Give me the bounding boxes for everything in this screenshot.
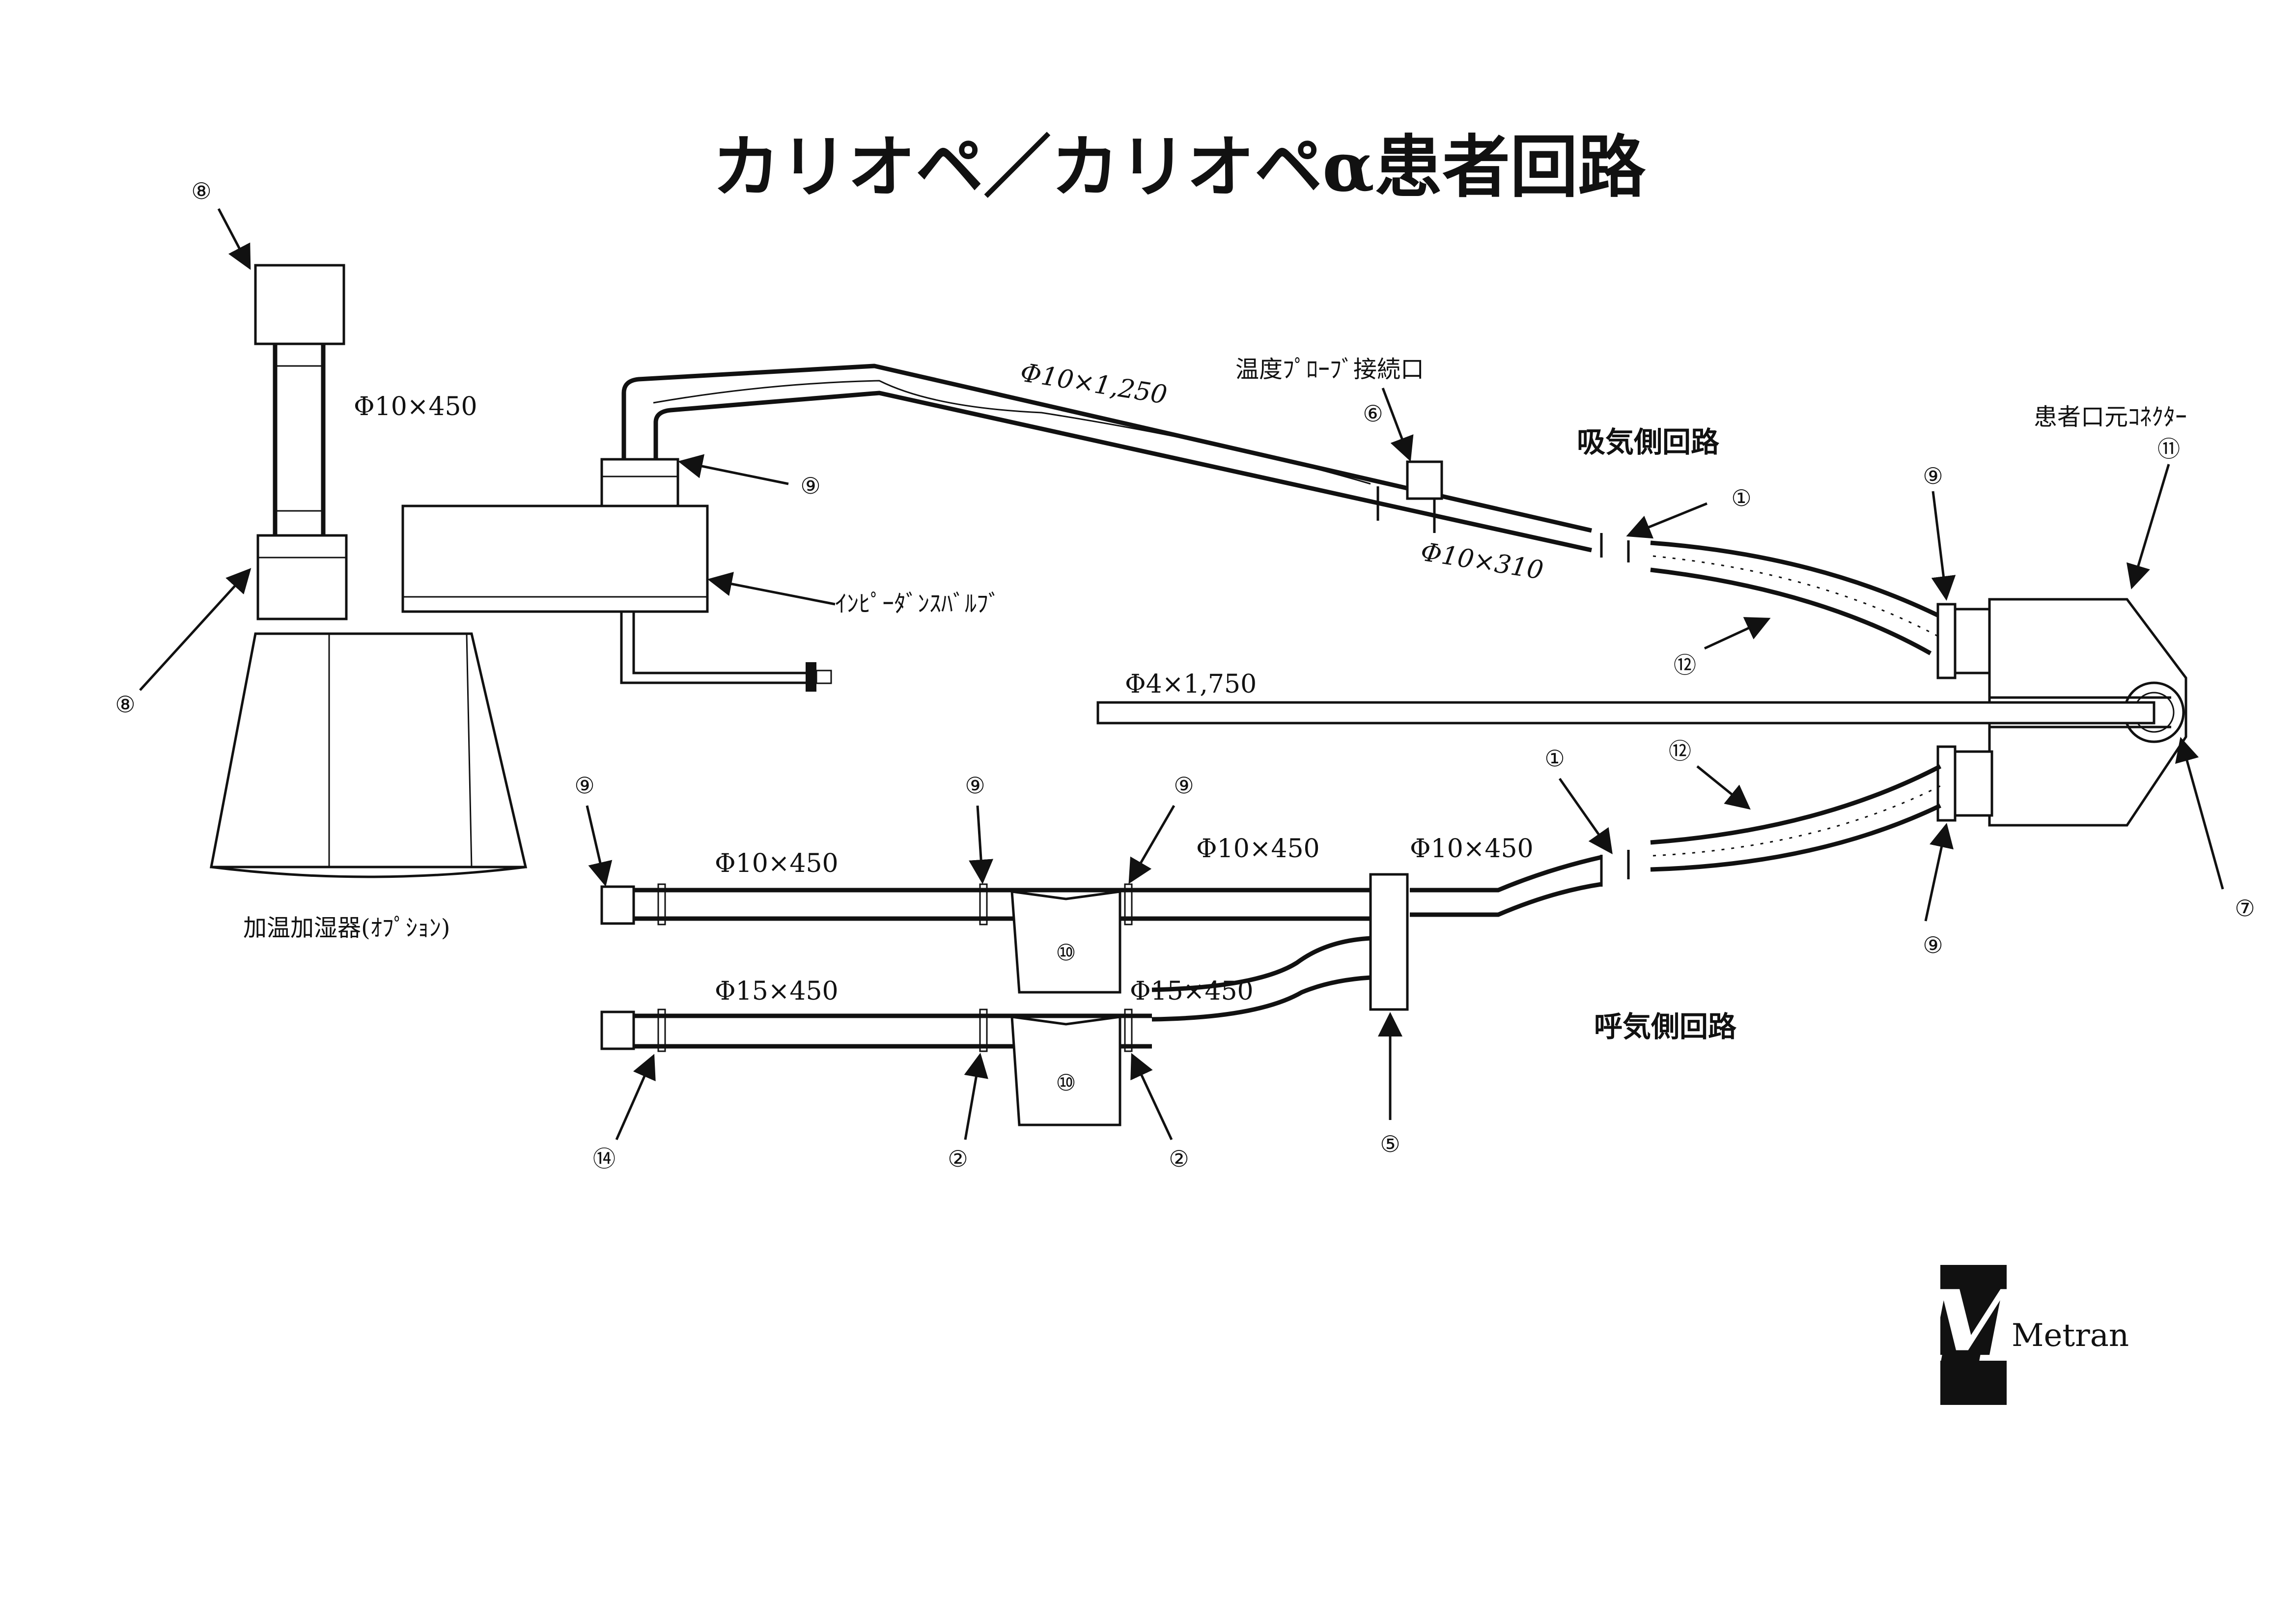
callout-1-insp: ① — [1731, 485, 1751, 511]
diagram-title: カリオペ／カリオペα患者回路 — [712, 127, 1646, 207]
valve-port — [600, 458, 679, 507]
callout-9-valve: ⑨ — [800, 473, 820, 499]
exp-manifold — [1369, 873, 1409, 1011]
temp-probe-label: 温度ﾌﾟﾛｰﾌﾞ接続口 — [1235, 356, 1424, 383]
dim-exp-tube-b: Φ10×450 — [1196, 834, 1320, 864]
callout-7: ⑦ — [2235, 895, 2255, 922]
callout-8-top: ⑧ — [191, 178, 211, 204]
callout-9-insp: ⑨ — [1923, 463, 1943, 489]
expiratory-section-title: 呼気側回路 — [1594, 1010, 1737, 1043]
dim-humid-tube: Φ10×450 — [354, 392, 477, 421]
callout-6: ⑥ — [1363, 400, 1383, 427]
dim-insp-short-tube: Φ10×310 — [1419, 537, 1545, 586]
impedance-valve-label: ｲﾝﾋﾟｰﾀﾞﾝｽﾊﾞﾙﾌﾞ — [835, 590, 1000, 617]
impedance-valve — [401, 458, 832, 692]
expiratory-limb — [600, 764, 1942, 1126]
callout-2-left: ② — [948, 1146, 968, 1172]
brand-name: Metran — [2012, 1317, 2129, 1354]
humidifier-label: 加温加湿器(ｵﾌﾟｼｮﾝ) — [243, 914, 450, 942]
callout-12-insp: ⑫ — [1674, 652, 1696, 678]
patient-connector-label: 患者口元ｺﾈｸﾀｰ — [2034, 403, 2187, 431]
dim-exp-tube-d: Φ15×450 — [715, 977, 839, 1006]
callout-9-exp-mid: ⑨ — [965, 772, 985, 799]
callout-8-bottom: ⑧ — [115, 691, 135, 718]
dim-exp-tube-c: Φ10×450 — [1410, 834, 1534, 864]
dim-pressure-line: Φ4×1,750 — [1125, 670, 1257, 699]
callout-arrows — [139, 208, 2224, 1141]
humidifier-assembly — [209, 264, 528, 878]
callout-1-exp: ① — [1544, 745, 1565, 772]
logo-letter: M — [1916, 1269, 2030, 1384]
valve-body — [401, 504, 709, 613]
logo-mark — [1940, 1265, 2007, 1405]
exp-junction-upper — [1010, 890, 1121, 994]
callout-9-exp: ⑨ — [1923, 932, 1943, 958]
callout-9-exp-right: ⑨ — [1174, 772, 1194, 799]
callout-12-exp: ⑫ — [1669, 738, 1691, 764]
callout-10-lower: ⑩ — [1056, 1069, 1076, 1096]
filter-bottom — [256, 534, 348, 620]
callout-11: ⑪ — [2157, 436, 2180, 462]
dim-exp-tube-e: Φ15×450 — [1130, 977, 1254, 1006]
temp-probe-port — [1406, 460, 1443, 500]
inspiratory-limb — [621, 364, 1993, 679]
callout-5: ⑤ — [1380, 1131, 1400, 1157]
dim-exp-tube-a: Φ10×450 — [715, 849, 839, 878]
metran-logo: M Metran — [1916, 1265, 2129, 1405]
callout-numbers: ⑧ ⑧ ⑨ ⑥ ① ⑨ ⑪ ⑫ ① ⑫ ⑨ ⑦ ⑨ ⑨ ⑨ ⑩ ⑩ ⑭ ② ② … — [115, 178, 2255, 1172]
callout-2-right: ② — [1169, 1146, 1189, 1172]
callout-14: ⑭ — [593, 1146, 616, 1172]
callout-10-upper: ⑩ — [1056, 939, 1076, 966]
pressure-line — [1096, 701, 2155, 725]
filter-top — [254, 264, 345, 345]
inspiratory-section-title: 吸気側回路 — [1577, 425, 1720, 459]
humidifier-chamber — [209, 632, 528, 868]
exp-junction-lower — [1010, 1015, 1121, 1126]
callout-9-exp-left: ⑨ — [574, 772, 594, 799]
